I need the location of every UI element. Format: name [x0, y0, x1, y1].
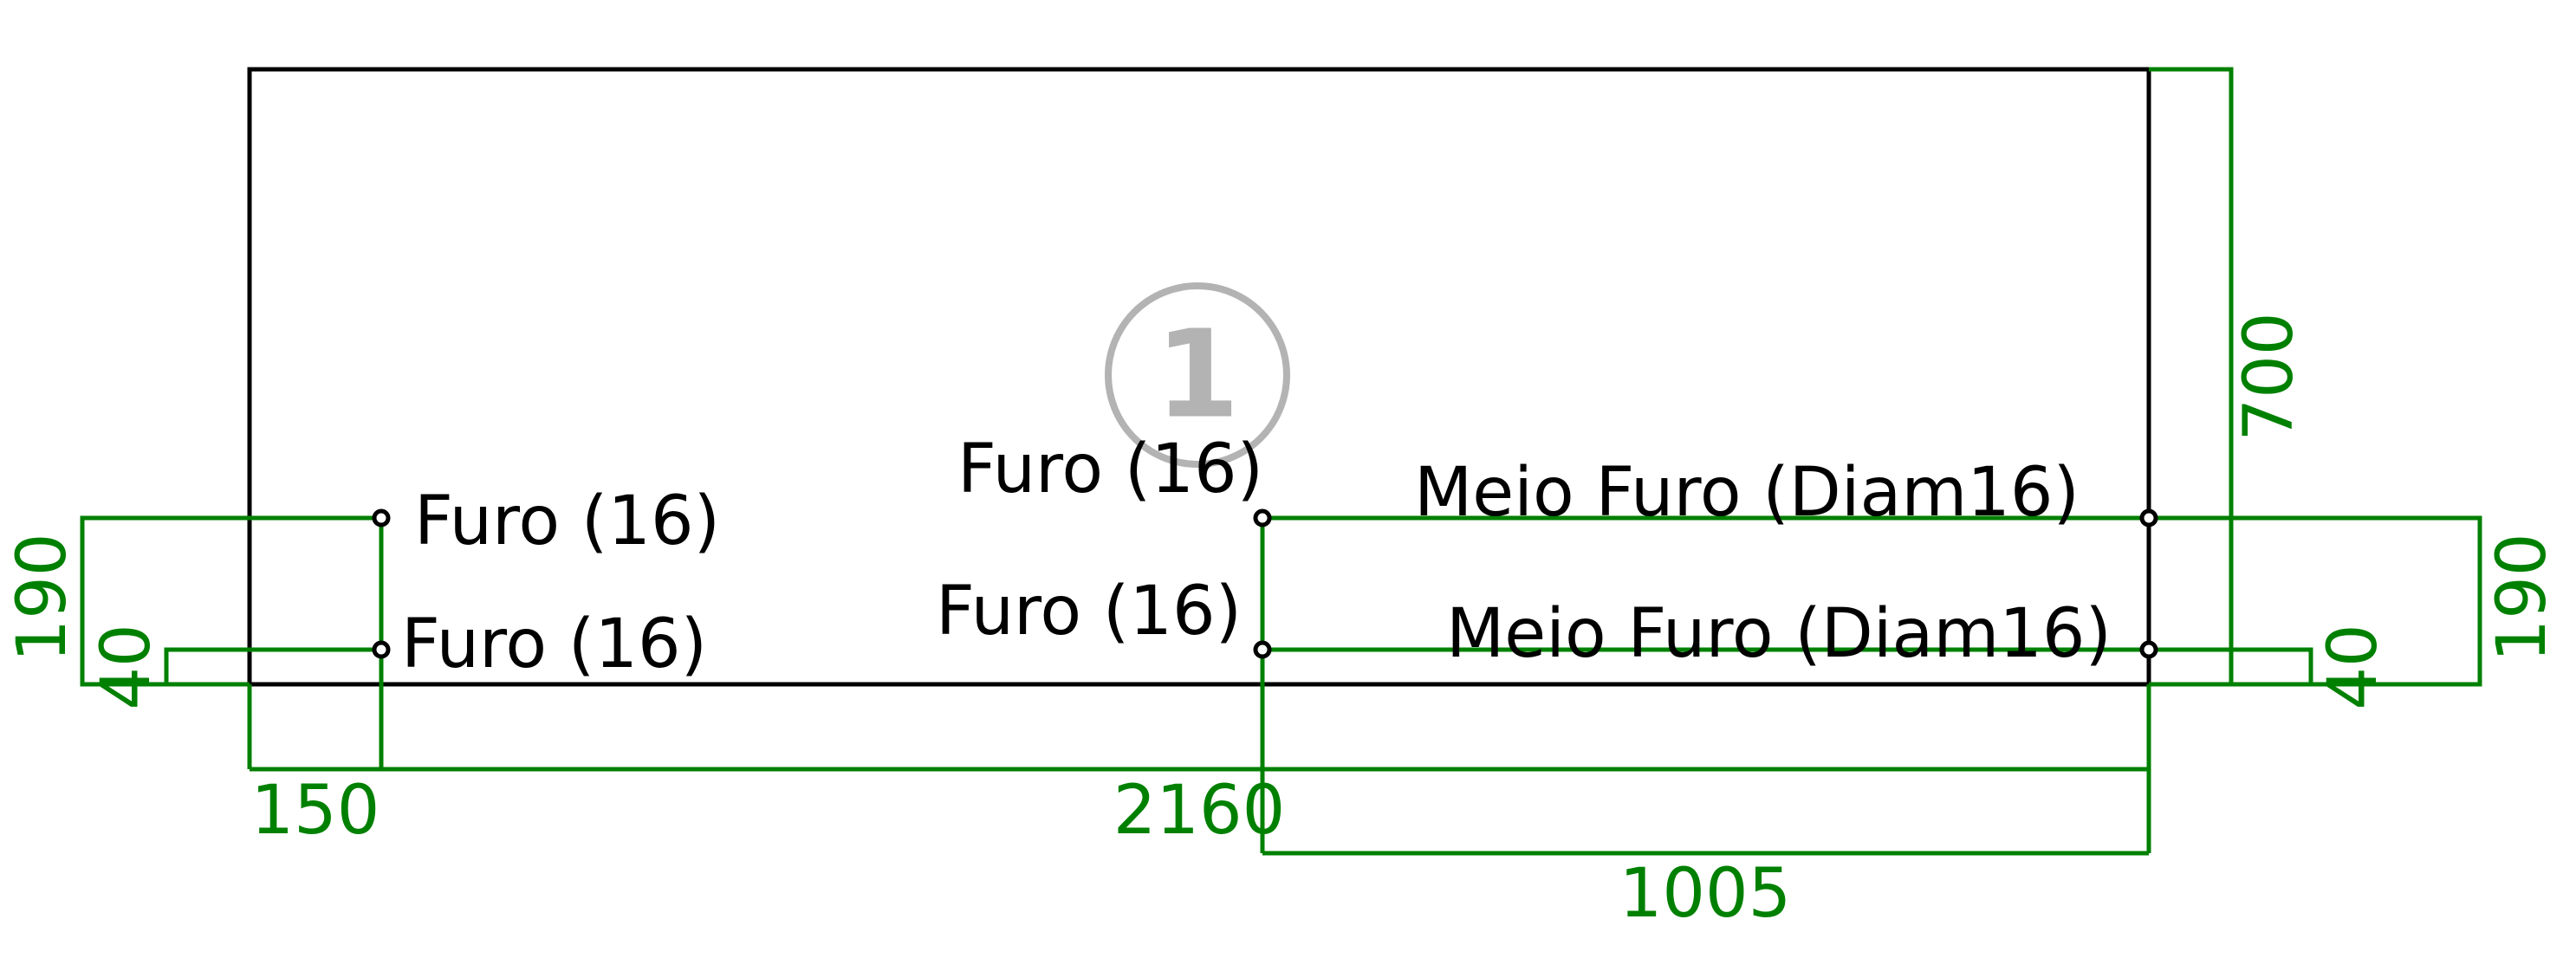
hole-marker	[372, 640, 391, 659]
half-hole-marker	[2139, 640, 2158, 659]
dim-overall-length: 2160	[1113, 772, 1286, 850]
dim-line-lower-hole-left	[164, 647, 381, 684]
hole-marker	[1253, 508, 1272, 528]
dim-lower-hole-left: 40	[88, 624, 165, 709]
hole-marker	[372, 508, 391, 528]
dim-upper-hole-left: 190	[3, 534, 81, 663]
part-number-circle	[1105, 282, 1290, 468]
dimension-lines	[80, 67, 2482, 856]
dim-left-offset: 150	[251, 772, 380, 850]
dim-upper-hole-right: 190	[2483, 534, 2561, 663]
half-hole-marker	[2139, 508, 2158, 528]
dim-lower-hole-right: 40	[2314, 624, 2392, 709]
hole-label: Furo (16)	[401, 605, 707, 683]
hole-labels: Furo (16) Furo (16) Furo (16) Furo (16) …	[401, 430, 2112, 683]
dim-line-upper-hole-right	[1262, 515, 2482, 687]
hole-label: Furo (16)	[957, 430, 1263, 508]
dim-line-overall-height	[2149, 67, 2234, 687]
half-hole-label: Meio Furo (Diam16)	[1414, 454, 2080, 532]
half-hole-label: Meio Furo (Diam16)	[1446, 595, 2112, 673]
part-number: 1	[1155, 305, 1239, 446]
dim-line-lower-hole-right	[1262, 647, 2313, 684]
dim-right-offset: 1005	[1619, 855, 1792, 933]
dim-overall-height: 700	[2230, 313, 2308, 442]
hole-marker	[1253, 640, 1272, 659]
dimension-values: 700 190 40 190 40 150 2160 1005	[3, 313, 2561, 933]
hole-markers	[372, 508, 2158, 659]
hole-label: Furo (16)	[414, 482, 720, 560]
hole-label: Furo (16)	[936, 573, 1242, 651]
panel-outline	[247, 67, 2151, 687]
part-number-marker: 1	[1105, 282, 1290, 468]
